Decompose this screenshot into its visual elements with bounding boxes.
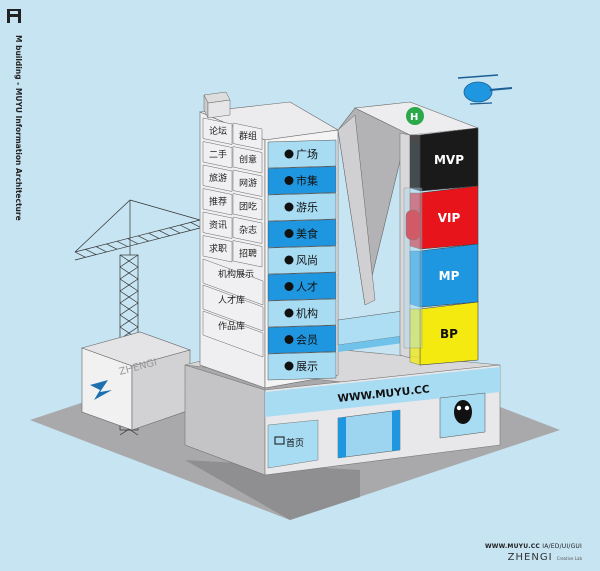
tier-label: MP (439, 269, 460, 283)
color-tower: H MVP VIP MP BP (353, 101, 479, 366)
menu-item-label: 求职 (209, 243, 227, 255)
menu-item-label: 市集 (296, 174, 318, 188)
menu-item-left[interactable]: 论坛 (202, 117, 233, 145)
menu-item-right[interactable]: 风尚 (267, 245, 337, 275)
menu-item-left-wide[interactable]: 作品库 (202, 310, 264, 358)
menu-row-left: 论坛群组 (202, 117, 263, 150)
elevator-capsule (405, 209, 421, 241)
menu-item-label: 作品库 (218, 320, 245, 332)
menu-item-right[interactable]: 美食 (267, 219, 337, 248)
home-button[interactable] (267, 419, 319, 469)
tier-label: BP (440, 327, 458, 341)
menu-item-left-wide[interactable]: 人才库 (202, 284, 264, 332)
menu-item-label: 广场 (296, 147, 318, 161)
menu-item-left[interactable]: 推荐 (202, 188, 233, 216)
main-tower-left: 论坛群组二手创意旅游网游推荐团吃资讯杂志求职招聘机构展示人才库作品库 广场市集游… (198, 91, 339, 389)
menu-item-right[interactable]: 市集 (267, 166, 337, 195)
market-icon (284, 176, 294, 185)
menu-item-label: 网游 (239, 177, 257, 189)
side-box: ZHENGI (81, 331, 191, 431)
menu-item-label: 机构展示 (218, 268, 254, 280)
menu-item-label: 创意 (239, 154, 257, 166)
menu-item-right[interactable]: 展示 (267, 351, 337, 381)
menu-item-label: 机构 (296, 306, 318, 320)
base-platform: WWW.MUYU.CC 首页 (184, 342, 501, 476)
menu-item-label: 旅游 (209, 172, 227, 184)
menu-item-left[interactable]: 群组 (232, 122, 263, 150)
menu-item-left[interactable]: 招聘 (232, 240, 263, 268)
menu-item-label: 美食 (296, 227, 318, 241)
menu-item-label: 资讯 (209, 220, 227, 231)
menu-row-left: 推荐团吃 (202, 188, 263, 221)
menu-row-left: 二手创意 (202, 141, 263, 174)
vertical-title: M building - MUYU Information Architectu… (14, 35, 23, 221)
menu-item-label: 群组 (239, 130, 257, 142)
menu-item-label: 游乐 (296, 201, 318, 214)
member-icon (284, 335, 294, 344)
tier-mp[interactable]: MP (409, 243, 479, 308)
menu-item-label: 二手 (209, 149, 227, 161)
menu-item-right[interactable]: 游乐 (267, 192, 337, 222)
footer-tags: IA/ED/UI/GUI (542, 543, 582, 550)
menu-item-label: 招聘 (239, 248, 257, 260)
menu-item-left[interactable]: 资讯 (202, 211, 233, 239)
footer-brand: WWW.MUYU.CC IA/ED/UI/GUI ZHENGI Creative… (485, 543, 582, 563)
menu-item-left[interactable]: 求职 (202, 235, 233, 263)
menu-item-left-wide[interactable]: 机构展示 (202, 258, 264, 306)
people-icon (284, 149, 294, 159)
mascot-icon (454, 400, 472, 424)
url-banner (265, 367, 500, 417)
menu-item-label: 展示 (296, 360, 318, 373)
menu-item-right[interactable]: 机构 (267, 298, 337, 328)
menu-item-label: 会员 (296, 334, 318, 347)
menu-row-left: 求职招聘 (202, 235, 263, 268)
menu-item-left[interactable]: 网游 (232, 169, 263, 197)
footer-url: WWW.MUYU.CC (484, 543, 540, 550)
food-icon (284, 229, 294, 238)
menu-item-label: 团吃 (239, 201, 257, 213)
ground-shadow (185, 460, 360, 520)
menu-item-label: 杂志 (239, 224, 257, 236)
tree-icon (284, 308, 294, 318)
menu-item-left[interactable]: 杂志 (232, 216, 263, 244)
menu-item-right[interactable]: 会员 (267, 325, 337, 354)
footer-brand-name: ZHENGI (507, 552, 553, 563)
menu-item-label: 人才库 (218, 294, 245, 306)
home-icon (274, 436, 285, 445)
tier-label: MVP (434, 153, 464, 167)
vertical-title-text: M building - MUYU Information Architectu… (14, 35, 23, 221)
menu-item-label: 风尚 (296, 253, 318, 267)
side-box-logo-icon (90, 380, 112, 400)
helipad-icon (406, 107, 424, 125)
menu-item-label: 推荐 (209, 196, 227, 208)
footer-brand-sub: Creative Lab (556, 556, 582, 561)
menu-item-right[interactable]: 人才 (267, 272, 337, 301)
tier-mvp[interactable]: MVP (409, 127, 479, 192)
display-icon (284, 361, 294, 371)
m-logo-icon (7, 8, 21, 23)
menu-row-left: 资讯 杂志 (202, 211, 263, 244)
megaphone-icon (284, 282, 294, 291)
menu-item-label: 论坛 (209, 125, 227, 137)
umbrella-icon (284, 255, 294, 265)
helipad-letter: H (410, 112, 418, 123)
entrance-door (337, 409, 401, 459)
home-label: 首页 (286, 437, 304, 449)
menu-item-left[interactable]: 二手 (202, 141, 233, 169)
menu-item-label: 人才 (296, 280, 318, 294)
menu-row-left: 旅游网游 (202, 164, 263, 197)
bell-icon (284, 202, 294, 212)
helicopter-icon (457, 74, 513, 105)
tier-label: VIP (438, 211, 461, 225)
v-structure (337, 107, 411, 352)
menu-item-left[interactable]: 团吃 (232, 193, 263, 221)
menu-item-right[interactable]: 广场 (267, 139, 337, 169)
menu-item-left[interactable]: 创意 (232, 146, 263, 174)
menu-item-left[interactable]: 旅游 (202, 164, 233, 192)
tier-bp[interactable]: BP (409, 301, 479, 366)
